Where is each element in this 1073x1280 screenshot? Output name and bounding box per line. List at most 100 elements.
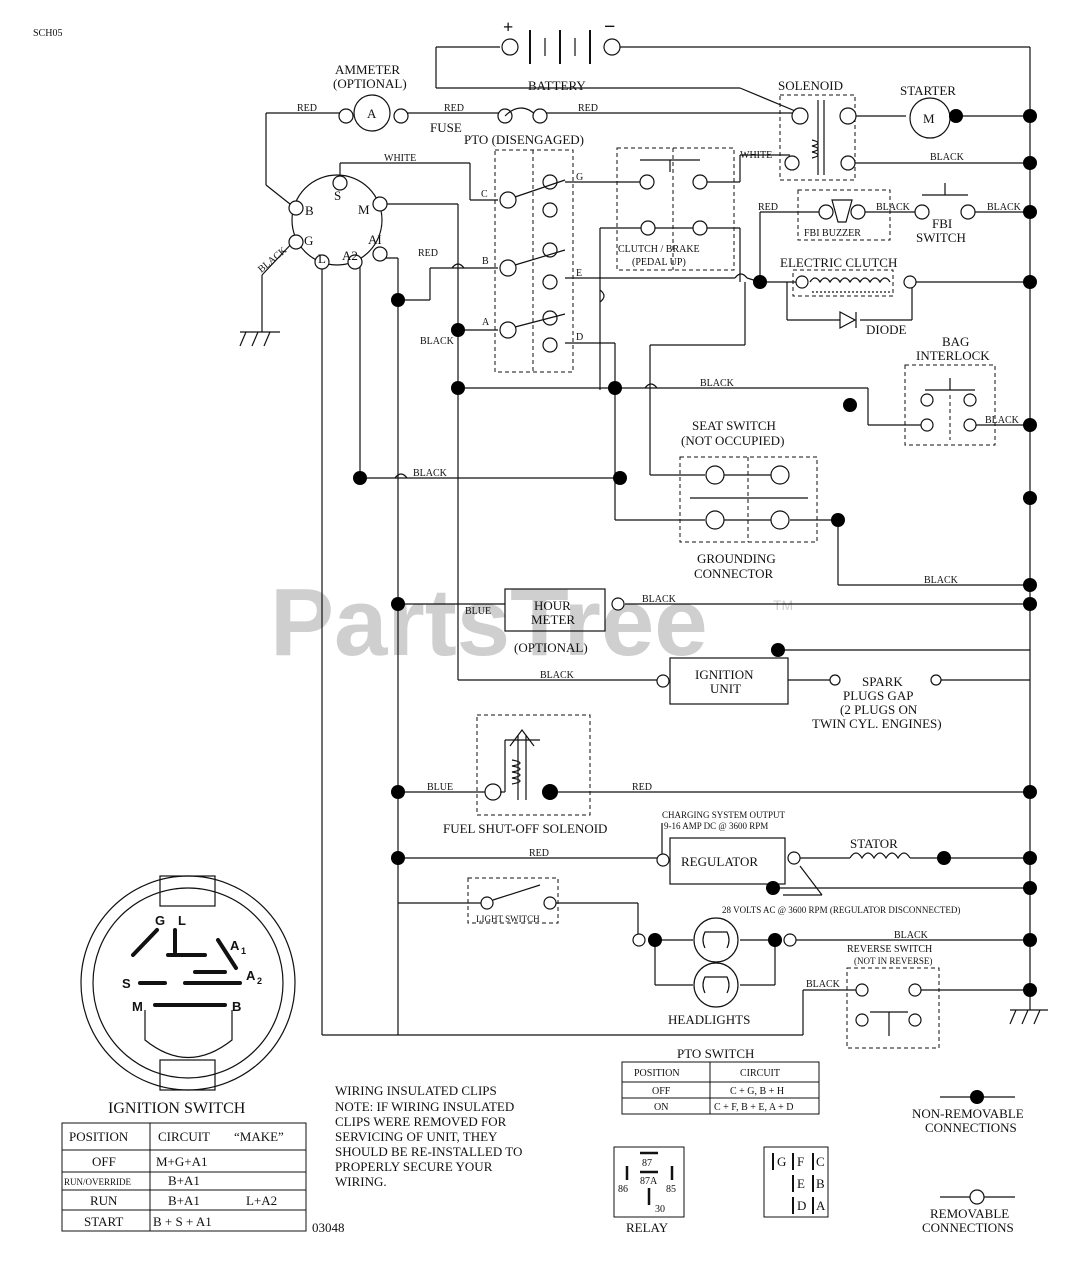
figure-number: 03048: [312, 1220, 345, 1235]
bag-interlock-label-1: BAG: [942, 334, 969, 349]
ign-terminal-g: G: [304, 233, 313, 248]
wire-label-red-3: RED: [578, 103, 598, 114]
wire-label-blue-1: BLUE: [465, 606, 491, 617]
connector-pin-c: C: [816, 1154, 825, 1169]
ign-row-2-make: L+A2: [246, 1193, 277, 1208]
legend-non-removable-2: CONNECTIONS: [925, 1120, 1017, 1135]
pto-terminal-e: E: [576, 268, 582, 279]
relay-pin-86: 86: [618, 1184, 628, 1195]
regulator-label: REGULATOR: [681, 854, 758, 869]
ign-row-0-position: OFF: [92, 1154, 116, 1169]
note-line-5: WIRING.: [335, 1174, 387, 1189]
spark-label-2: PLUGS GAP: [843, 688, 913, 703]
ignition-switch-title: IGNITION SWITCH: [108, 1100, 246, 1117]
wire-label-red-6: RED: [632, 782, 652, 793]
relay-pin-30: 30: [655, 1204, 665, 1215]
relay-pin-87a: 87A: [640, 1176, 658, 1187]
pto-row-0-position: OFF: [652, 1086, 671, 1097]
ammeter-optional: (OPTIONAL): [333, 76, 407, 91]
ign-row-1-circuit: B+A1: [168, 1173, 200, 1188]
legend-removable-1: REMOVABLE: [930, 1206, 1009, 1221]
ign-face-a2-sub: 2: [257, 976, 262, 986]
spark-plugs: SPARK PLUGS GAP (2 PLUGS ON TWIN CYL. EN…: [812, 674, 942, 731]
electric-clutch-label: ELECTRIC CLUTCH: [780, 255, 897, 270]
wire-label-red-2: RED: [444, 103, 464, 114]
ign-face-a1-sub: 1: [241, 946, 246, 956]
charging-label-2: 9-16 AMP DC @ 3600 RPM: [664, 821, 768, 831]
starter: STARTER M: [900, 83, 956, 139]
spark-label-4: TWIN CYL. ENGINES): [812, 716, 942, 731]
wire-label-white-1: WHITE: [384, 153, 416, 164]
regulator: CHARGING SYSTEM OUTPUT 9-16 AMP DC @ 360…: [656, 810, 960, 915]
hour-meter: HOUR METER (OPTIONAL): [504, 588, 625, 655]
note-line-4: PROPERLY SECURE YOUR: [335, 1159, 493, 1174]
ignition-unit-label-2: UNIT: [710, 681, 741, 696]
fbi-switch-label-1: FBI: [932, 216, 952, 231]
relay-diagram: 87 87A 86 85 30 RELAY: [613, 1146, 685, 1235]
legend-removable-2: CONNECTIONS: [922, 1220, 1014, 1235]
ign-terminal-a2: A2: [342, 248, 358, 263]
bag-interlock-label-2: INTERLOCK: [916, 348, 990, 363]
headlights-label: HEADLIGHTS: [668, 1012, 750, 1027]
pto-table-title: PTO SWITCH: [677, 1046, 754, 1061]
ign-row-2-circuit: B+A1: [168, 1193, 200, 1208]
ignition-switch-face: G L A 1 S A 2 M B IGNITION SWITCH: [80, 875, 296, 1117]
fbi-buzzer: FBI BUZZER: [797, 189, 891, 241]
headlights: HEADLIGHTS: [632, 917, 797, 1027]
connector-pin-d: D: [797, 1198, 806, 1213]
wire-label-black-5: BLACK: [700, 378, 735, 389]
ammeter: AMMETER (OPTIONAL) A: [333, 62, 409, 132]
clutch-brake-switch: CLUTCH / BRAKE (PEDAL UP): [616, 147, 735, 271]
ign-face-m: M: [132, 999, 143, 1014]
pto-table-header-position: POSITION: [634, 1068, 680, 1079]
battery-label: BATTERY: [528, 78, 586, 93]
reverse-switch-label-1: REVERSE SWITCH: [847, 944, 932, 955]
note-title: WIRING INSULATED CLIPS: [335, 1083, 497, 1098]
seat-switch: SEAT SWITCH (NOT OCCUPIED) GROUNDING CON…: [679, 418, 818, 581]
wire-label-black-6: BLACK: [985, 415, 1020, 426]
wire-label-red-1: RED: [297, 103, 317, 114]
light-switch: LIGHT SWITCH: [467, 877, 559, 924]
fuse-label: FUSE: [430, 120, 462, 135]
seat-switch-label-1: SEAT SWITCH: [692, 418, 776, 433]
ammeter-label: AMMETER: [335, 62, 400, 77]
ign-row-1-position: RUN/OVERRIDE: [64, 1177, 132, 1187]
fuel-solenoid-label: FUEL SHUT-OFF SOLENOID: [443, 821, 607, 836]
clutch-brake-label-2: (PEDAL UP): [632, 257, 686, 268]
wire-label-blue-2: BLUE: [427, 782, 453, 793]
charging-label-1: CHARGING SYSTEM OUTPUT: [662, 810, 786, 820]
wire-label-black-2: BLACK: [876, 202, 911, 213]
pto-terminal-a: A: [482, 317, 490, 328]
seat-switch-label-2: (NOT OCCUPIED): [681, 433, 784, 448]
note-line-0: NOTE: IF WIRING INSULATED: [335, 1099, 514, 1114]
ammeter-symbol: A: [367, 106, 377, 121]
wire-label-black-8: BLACK: [924, 575, 959, 586]
ign-terminal-b: B: [305, 203, 314, 218]
connector-pin-a: A: [816, 1198, 826, 1213]
battery-plus: +: [503, 17, 513, 37]
relay-title: RELAY: [626, 1220, 669, 1235]
wire-label-black-11: BLACK: [894, 930, 929, 941]
pto-row-1-circuit: C + F, B + E, A + D: [714, 1102, 793, 1113]
connector-pin-g: G: [777, 1154, 786, 1169]
solenoid: SOLENOID: [778, 78, 857, 181]
wire-label-black-3: BLACK: [987, 202, 1022, 213]
starter-label: STARTER: [900, 83, 956, 98]
ign-row-0-circuit: M+G+A1: [156, 1154, 208, 1169]
ign-table-header-make: “MAKE”: [234, 1129, 284, 1144]
pto-switch-table: PTO SWITCH POSITION CIRCUIT OFF C + G, B…: [621, 1046, 820, 1115]
hour-meter-label-1: HOUR: [534, 598, 571, 613]
reverse-switch-label-2: (NOT IN REVERSE): [854, 956, 932, 966]
ignition-unit-label-1: IGNITION: [695, 667, 754, 682]
ign-terminal-m: M: [358, 202, 370, 217]
wire-label-black-9: BLACK: [642, 594, 677, 605]
wiring-note: WIRING INSULATED CLIPS NOTE: IF WIRING I…: [335, 1083, 522, 1189]
connector-pin-f: F: [797, 1154, 804, 1169]
ign-terminal-a1: AI: [368, 232, 382, 247]
light-switch-label: LIGHT SWITCH: [476, 914, 540, 924]
starter-symbol: M: [923, 111, 935, 126]
volts-note: 28 VOLTS AC @ 3600 RPM (REGULATOR DISCON…: [722, 905, 960, 915]
spark-label-1: SPARK: [862, 674, 903, 689]
